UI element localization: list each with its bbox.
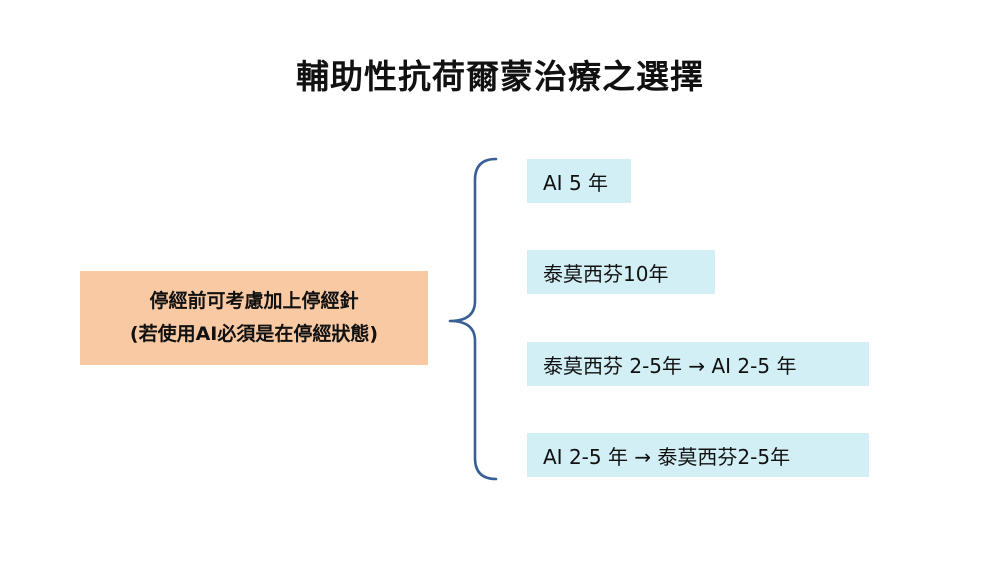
option-ai-5-years: AI 5 年 bbox=[527, 159, 631, 203]
option-label: AI 5 年 bbox=[543, 170, 609, 195]
option-label: 泰莫西芬10年 bbox=[543, 261, 669, 286]
option-label: 泰莫西芬 2-5年 → AI 2-5 年 bbox=[543, 353, 797, 378]
option-label: AI 2-5 年 → 泰莫西芬2-5年 bbox=[543, 444, 791, 469]
slide-title: 輔助性抗荷爾蒙治療之選擇 bbox=[296, 57, 704, 96]
option-ai-then-tamoxifen: AI 2-5 年 → 泰莫西芬2-5年 bbox=[527, 433, 869, 477]
premenopausal-note-line-1: 停經前可考慮加上停經針 bbox=[149, 289, 359, 312]
option-tamoxifen-then-ai: 泰莫西芬 2-5年 → AI 2-5 年 bbox=[527, 342, 869, 386]
curly-bracket-connector bbox=[448, 157, 498, 481]
premenopausal-note-box: 停經前可考慮加上停經針 (若使用AI必須是在停經狀態) bbox=[80, 271, 428, 365]
curly-bracket-path bbox=[448, 157, 498, 481]
option-tamoxifen-10-years: 泰莫西芬10年 bbox=[527, 250, 715, 294]
premenopausal-note-line-2: (若使用AI必須是在停經狀態) bbox=[129, 323, 379, 345]
